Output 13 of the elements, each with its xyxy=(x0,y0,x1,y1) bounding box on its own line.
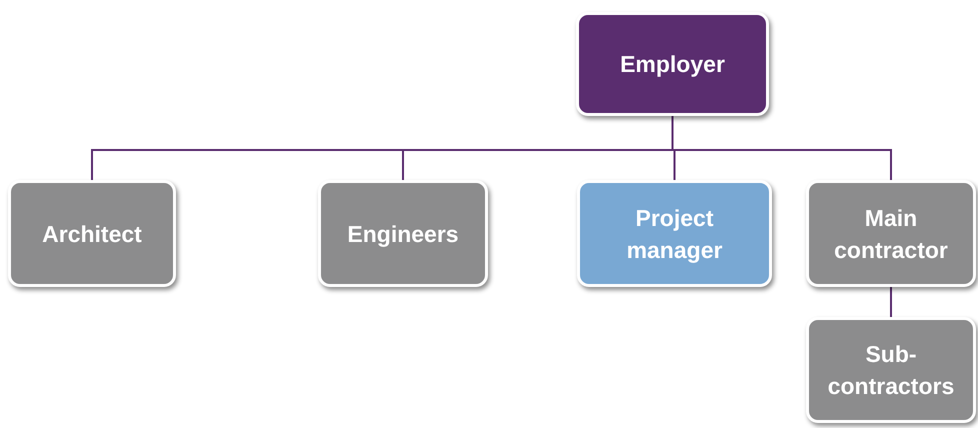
box-label: Architect xyxy=(42,220,142,248)
employer-box xyxy=(576,12,769,116)
box-label: Employer xyxy=(620,50,725,79)
role-box xyxy=(806,180,976,287)
role-box xyxy=(806,317,976,423)
box-label: Sub-contractors xyxy=(826,340,956,401)
box-label: Main contractor xyxy=(833,204,949,264)
role-box xyxy=(318,180,488,287)
connector-line xyxy=(890,287,892,317)
box-label: Engineers xyxy=(347,220,459,249)
role-box xyxy=(8,180,176,287)
box-label: Project manager xyxy=(626,204,724,265)
highlighted-role-box xyxy=(577,180,772,287)
